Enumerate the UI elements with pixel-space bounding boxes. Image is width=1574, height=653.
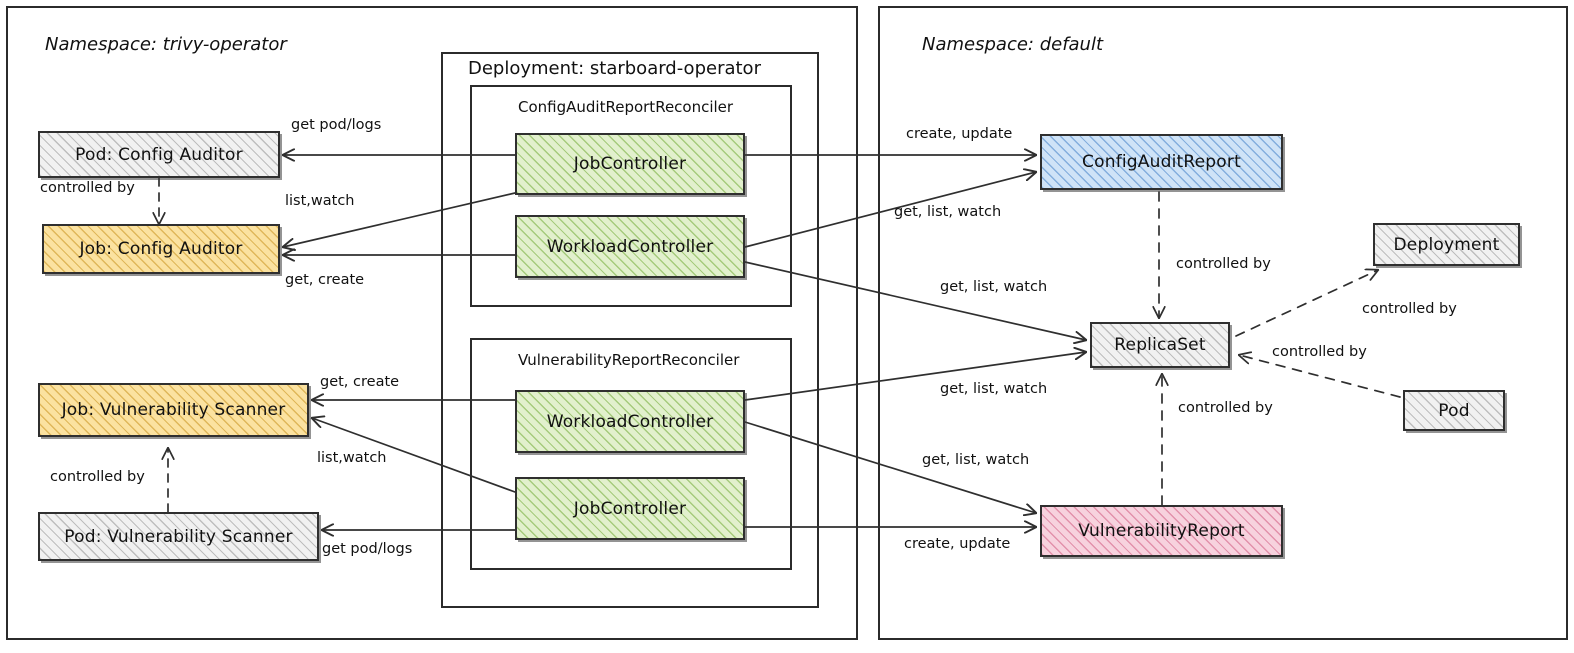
edge-label-controlled-by-car-rs: controlled by <box>1176 256 1271 272</box>
node-replicaset-label: ReplicaSet <box>1114 335 1206 355</box>
deployment-container-label: Deployment: starboard-operator <box>468 58 761 79</box>
node-replicaset[interactable]: ReplicaSet <box>1090 322 1230 368</box>
node-vulnerabilityreport-label: VulnerabilityReport <box>1078 521 1245 541</box>
node-job-config-auditor-label: Job: Config Auditor <box>79 239 243 259</box>
node-pod-vulnerability-scanner-label: Pod: Vulnerability Scanner <box>64 526 293 547</box>
node-deployment-resource[interactable]: Deployment <box>1373 223 1520 266</box>
namespace-trivy-operator-label: Namespace: trivy-operator <box>45 34 287 55</box>
node-car-jobcontroller-label: JobController <box>573 154 687 174</box>
deployment-container <box>441 52 819 608</box>
reconciler-config-audit-container <box>470 85 792 307</box>
node-vr-workloadcontroller-label: WorkloadController <box>546 411 714 432</box>
edge-label-controlled-by-vuln: controlled by <box>50 469 145 485</box>
node-configauditreport[interactable]: ConfigAuditReport <box>1040 134 1283 190</box>
edge-label-get-pod-logs-vuln: get pod/logs <box>322 541 413 557</box>
node-pod-resource[interactable]: Pod <box>1403 390 1505 431</box>
namespace-default <box>878 6 1568 640</box>
node-job-vulnerability-scanner-label: Job: Vulnerability Scanner <box>61 400 286 420</box>
reconciler-config-audit-label: ConfigAuditReportReconciler <box>518 98 734 116</box>
node-car-workloadcontroller[interactable]: WorkloadController <box>515 215 745 278</box>
edge-label-get-pod-logs-config: get pod/logs <box>291 117 382 133</box>
node-vulnerabilityreport[interactable]: VulnerabilityReport <box>1040 505 1283 557</box>
reconciler-vulnerability-label: VulnerabilityReportReconciler <box>518 351 740 369</box>
node-pod-config-auditor-label: Pod: Config Auditor <box>75 144 243 165</box>
edge-label-controlled-by-config: controlled by <box>40 180 135 196</box>
node-job-config-auditor[interactable]: Job: Config Auditor <box>42 224 280 274</box>
edge-label-glw-vr: get, list, watch <box>922 452 1030 468</box>
namespace-trivy-operator <box>6 6 858 640</box>
edge-label-list-watch-vuln: list,watch <box>317 450 387 466</box>
node-vr-jobcontroller-label: JobController <box>573 498 687 519</box>
edge-label-controlled-by-vr-rs: controlled by <box>1178 400 1273 416</box>
edge-label-glw-rs-top: get, list, watch <box>940 279 1048 295</box>
edge-label-list-watch-config: list,watch <box>285 193 355 209</box>
node-deployment-resource-label: Deployment <box>1393 234 1500 255</box>
node-car-workloadcontroller-label: WorkloadController <box>546 236 714 257</box>
edge-label-controlled-by-rs-dep: controlled by <box>1362 301 1457 317</box>
node-pod-vulnerability-scanner[interactable]: Pod: Vulnerability Scanner <box>38 512 319 561</box>
edge-label-controlled-by-pod-rs: controlled by <box>1272 344 1367 360</box>
node-vr-jobcontroller[interactable]: JobController <box>515 477 745 540</box>
node-car-jobcontroller[interactable]: JobController <box>515 133 745 195</box>
edge-label-get-create-vuln: get, create <box>320 374 400 390</box>
edge-label-glw-rs-bottom: get, list, watch <box>940 381 1048 397</box>
node-vr-workloadcontroller[interactable]: WorkloadController <box>515 390 745 453</box>
edge-label-create-update-car: create, update <box>906 126 1013 142</box>
node-pod-resource-label: Pod <box>1438 400 1470 421</box>
node-job-vulnerability-scanner[interactable]: Job: Vulnerability Scanner <box>38 383 309 437</box>
reconciler-vulnerability-container <box>470 338 792 570</box>
edge-label-get-create-config: get, create <box>285 272 365 288</box>
namespace-default-label: Namespace: default <box>922 34 1104 55</box>
node-configauditreport-label: ConfigAuditReport <box>1082 152 1241 172</box>
edge-label-create-update-vr: create, update <box>904 536 1011 552</box>
node-pod-config-auditor[interactable]: Pod: Config Auditor <box>38 131 280 178</box>
edge-label-glw-car: get, list, watch <box>894 204 1002 220</box>
